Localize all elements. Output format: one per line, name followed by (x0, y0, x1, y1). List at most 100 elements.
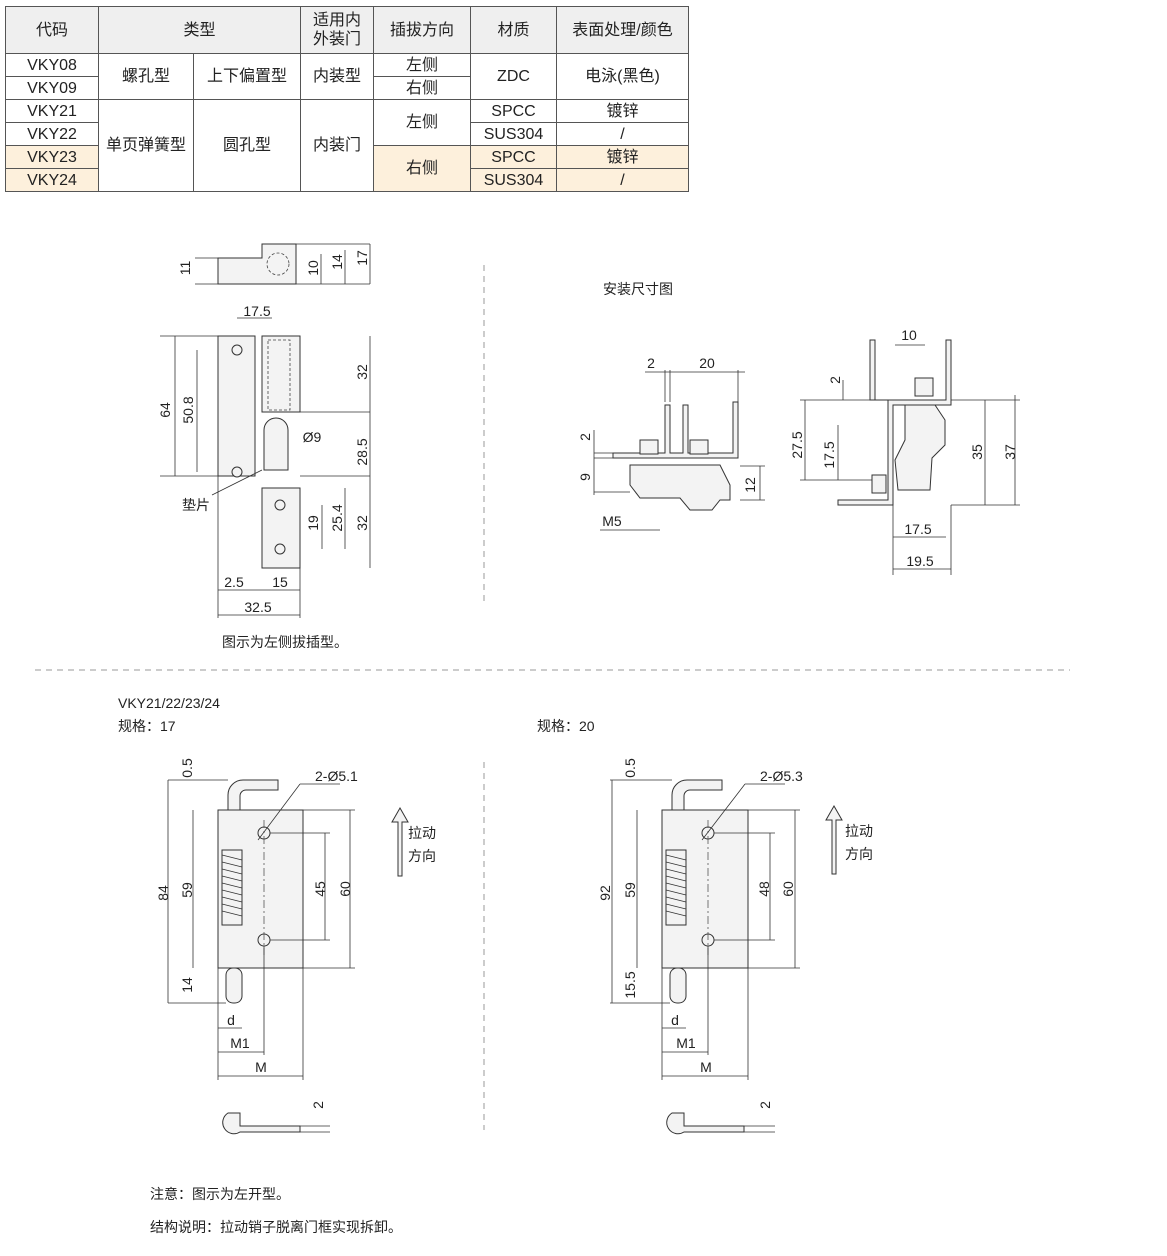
dim-label: M1 (676, 1035, 696, 1051)
dim-label: 28.5 (354, 438, 370, 465)
dim-label: M5 (602, 513, 622, 529)
up-arrow-icon (825, 804, 843, 875)
dim-label: 2 (310, 1101, 326, 1109)
direction-label: 方向 (845, 846, 873, 862)
spec-20-label: 规格：20 (537, 718, 595, 734)
dim-label: 32 (354, 364, 370, 380)
dim-label: 15.5 (622, 971, 638, 998)
dim-label: 2 (757, 1101, 773, 1109)
dim-label: 35 (969, 444, 985, 460)
dim-label: 27.5 (789, 431, 805, 458)
finish-cell: / (556, 168, 689, 192)
spring-hinge-20 (610, 779, 800, 1135)
spring-hinge-17-dimensions: 0.5 2-Ø5.1 84 59 45 60 14 d M1 M 2 (155, 758, 358, 1109)
dim-label: 12 (742, 477, 758, 493)
dim-label: M (255, 1059, 267, 1075)
dim-label: 60 (337, 881, 353, 897)
type1-cell: 单页弹簧型 (98, 99, 194, 192)
hinge-top-view (195, 243, 371, 285)
dim-label: 15 (272, 574, 288, 590)
dim-label: 19 (305, 515, 321, 531)
dir-cell: 右侧 (373, 145, 471, 192)
dim-label: 17.5 (243, 303, 270, 319)
dim-label: 14 (179, 977, 195, 993)
dim-label: 19.5 (906, 553, 933, 569)
dim-label: 10 (305, 260, 321, 276)
dim-label: 17.5 (904, 521, 931, 537)
dim-label: 45 (312, 881, 328, 897)
dim-label: 20 (699, 355, 715, 371)
dim-label: 0.5 (622, 758, 638, 778)
dim-label: M (700, 1059, 712, 1075)
header-material: 材质 (470, 6, 557, 54)
table-row: VKY21 单页弹簧型 圆孔型 内装门 左侧 SPCC 镀锌 (5, 99, 689, 192)
drawing1-caption: 图示为左侧拔插型。 (222, 634, 348, 650)
code-cell: VKY08 (5, 53, 99, 77)
type1-cell: 螺孔型 (98, 53, 194, 100)
mounting-view-left (593, 370, 765, 531)
up-arrow-icon (391, 806, 409, 877)
dim-label: 48 (756, 881, 772, 897)
type2-cell: 圆孔型 (193, 99, 301, 192)
hinge-front-view (160, 317, 371, 618)
note-left-open: 注意：图示为左开型。 (150, 1186, 290, 1202)
header-direction: 插拔方向 (373, 6, 471, 54)
mounting-dimensions: 2 20 2 9 12 M5 10 2 27.5 17.5 35 37 17.5… (577, 327, 1018, 569)
header-door-line1: 适用内 (312, 12, 361, 29)
spec-table: 代码 类型 适用内外装门 插拔方向 材质 表面处理/颜色 VKY08 螺孔型 上… (5, 6, 689, 192)
dim-label: 14 (329, 254, 345, 270)
dim-label: 11 (177, 261, 193, 276)
dim-label: 9 (577, 473, 593, 481)
dim-label: 17.5 (821, 441, 837, 468)
code-cell: VKY24 (5, 168, 99, 192)
dim-label: 25.4 (329, 504, 345, 531)
dim-label: 59 (622, 882, 638, 898)
spec-17-label: 规格：17 (118, 718, 176, 734)
dim-label: 60 (780, 881, 796, 897)
note-structure: 结构说明：拉动销子脱离门框实现拆卸。 (150, 1219, 402, 1235)
code-cell: VKY21 (5, 99, 99, 123)
dim-label: 2-Ø5.1 (315, 768, 358, 784)
series-label: VKY21/22/23/24 (118, 695, 220, 711)
dim-label: 10 (901, 327, 917, 343)
mounting-view-right (800, 339, 1020, 575)
dim-label: 59 (179, 882, 195, 898)
drawing1-dimensions: 11 10 14 17 17.5 64 50.8 32 Ø9 28.5 19 2… (157, 250, 370, 650)
spring-hinge-20-dimensions: 0.5 2-Ø5.3 92 59 48 60 15.5 d M1 M 2 (597, 758, 803, 1109)
dim-label: d (671, 1012, 679, 1028)
pull-direction-right: 拉动 方向 (825, 804, 873, 875)
type2-cell: 上下偏置型 (193, 53, 301, 100)
dir-cell: 左侧 (373, 53, 471, 77)
dim-label: 2 (577, 433, 593, 441)
dim-label: 2.5 (224, 574, 244, 590)
table-header-row: 代码 类型 适用内外装门 插拔方向 材质 表面处理/颜色 (5, 6, 689, 54)
dim-label: 50.8 (180, 396, 196, 423)
dim-label: 2 (827, 376, 843, 384)
dim-label: 64 (157, 402, 173, 418)
header-door-line2: 外装门 (312, 31, 361, 48)
dim-label: d (227, 1012, 235, 1028)
door-cell: 内装门 (300, 99, 374, 192)
pull-label: 拉动 (845, 823, 873, 839)
spring-hinge-17 (167, 779, 355, 1135)
dim-label: 0.5 (179, 758, 195, 778)
dim-label: 2-Ø5.3 (760, 768, 803, 784)
dim-label: Ø9 (303, 429, 322, 445)
direction-label: 方向 (408, 848, 436, 864)
material-cell: SUS304 (470, 168, 557, 192)
dim-label: 37 (1002, 444, 1018, 460)
pull-label: 拉动 (408, 825, 436, 841)
dim-label: 84 (155, 885, 171, 901)
mounting-title: 安装尺寸图 (603, 281, 673, 297)
finish-cell: 镀锌 (556, 99, 689, 123)
table-row: VKY24 SUS304 / (5, 168, 689, 192)
dim-label: 17 (354, 250, 370, 266)
header-code: 代码 (5, 6, 99, 54)
shim-label: 垫片 (182, 497, 210, 513)
dim-label: 2 (647, 355, 655, 371)
dim-label: 92 (597, 885, 613, 901)
finish-cell: 电泳(黑色) (556, 53, 689, 100)
dim-label: M1 (230, 1035, 250, 1051)
